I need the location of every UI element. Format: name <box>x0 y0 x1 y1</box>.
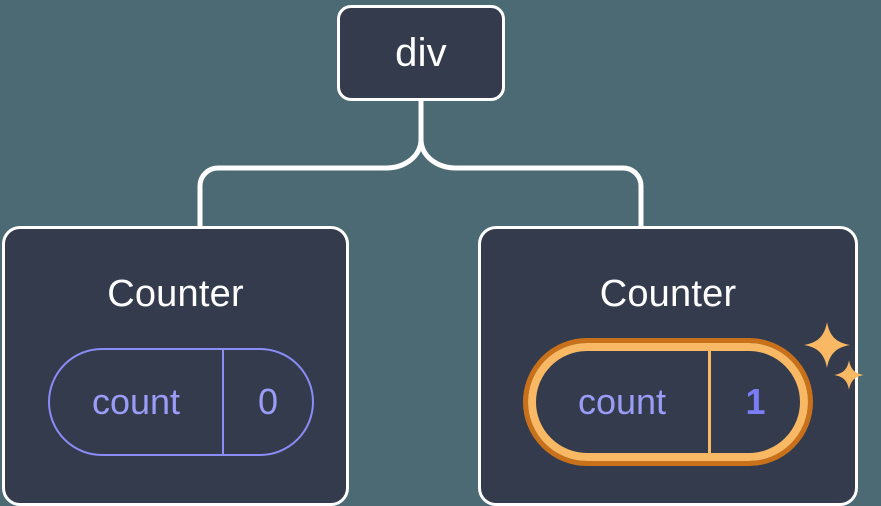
state-value-left: 0 <box>222 350 312 454</box>
diagram-canvas: div Counter count 0 Counter count 1 <box>2 5 864 506</box>
state-pill-right-highlight-ring: count 1 <box>523 338 813 466</box>
node-counter-right-label: Counter <box>599 273 737 315</box>
node-div[interactable]: div <box>337 5 505 101</box>
state-value-right: 1 <box>708 351 800 453</box>
state-pill-left[interactable]: count 0 <box>48 348 314 456</box>
state-key-left: count <box>91 381 181 422</box>
node-counter-left[interactable]: Counter count 0 <box>2 226 349 506</box>
state-pill-right[interactable]: count 1 <box>523 338 813 466</box>
connector-root-to-right <box>418 98 644 231</box>
sparkle-icon-small <box>833 359 865 391</box>
node-counter-left-label: Counter <box>107 273 244 315</box>
state-pill-left-body: count 0 <box>48 348 314 456</box>
state-key-right: count <box>577 381 667 422</box>
connector-root-to-left <box>197 98 424 231</box>
node-div-label: div <box>395 31 447 75</box>
node-counter-right[interactable]: Counter count 1 <box>478 226 864 506</box>
state-pill-right-body: count 1 <box>528 343 808 461</box>
